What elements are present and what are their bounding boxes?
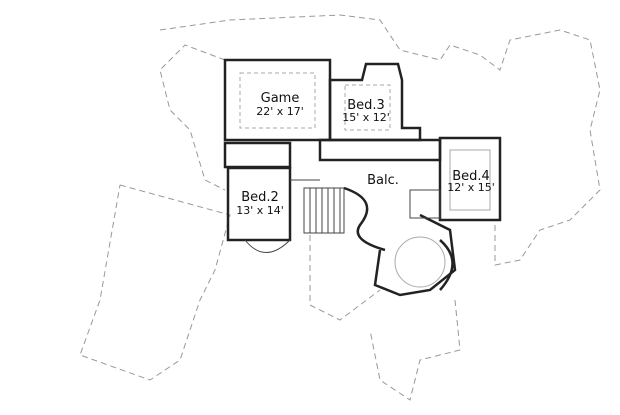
bed4-label: Bed.4 [452, 169, 490, 184]
bed2-label: Bed.2 [241, 190, 279, 205]
dashed-outline [79, 14, 601, 401]
game-room-size: 22' x 17' [256, 105, 304, 118]
game-room-label: Game [261, 91, 300, 106]
bed3-size: 15' x 12' [342, 111, 390, 124]
bed4-size: 12' x 15' [447, 181, 495, 194]
bed3-label: Bed.3 [347, 98, 385, 113]
balcony-label: Balc. [367, 173, 399, 188]
bed2-size: 13' x 14' [236, 204, 284, 217]
walls [223, 58, 502, 297]
